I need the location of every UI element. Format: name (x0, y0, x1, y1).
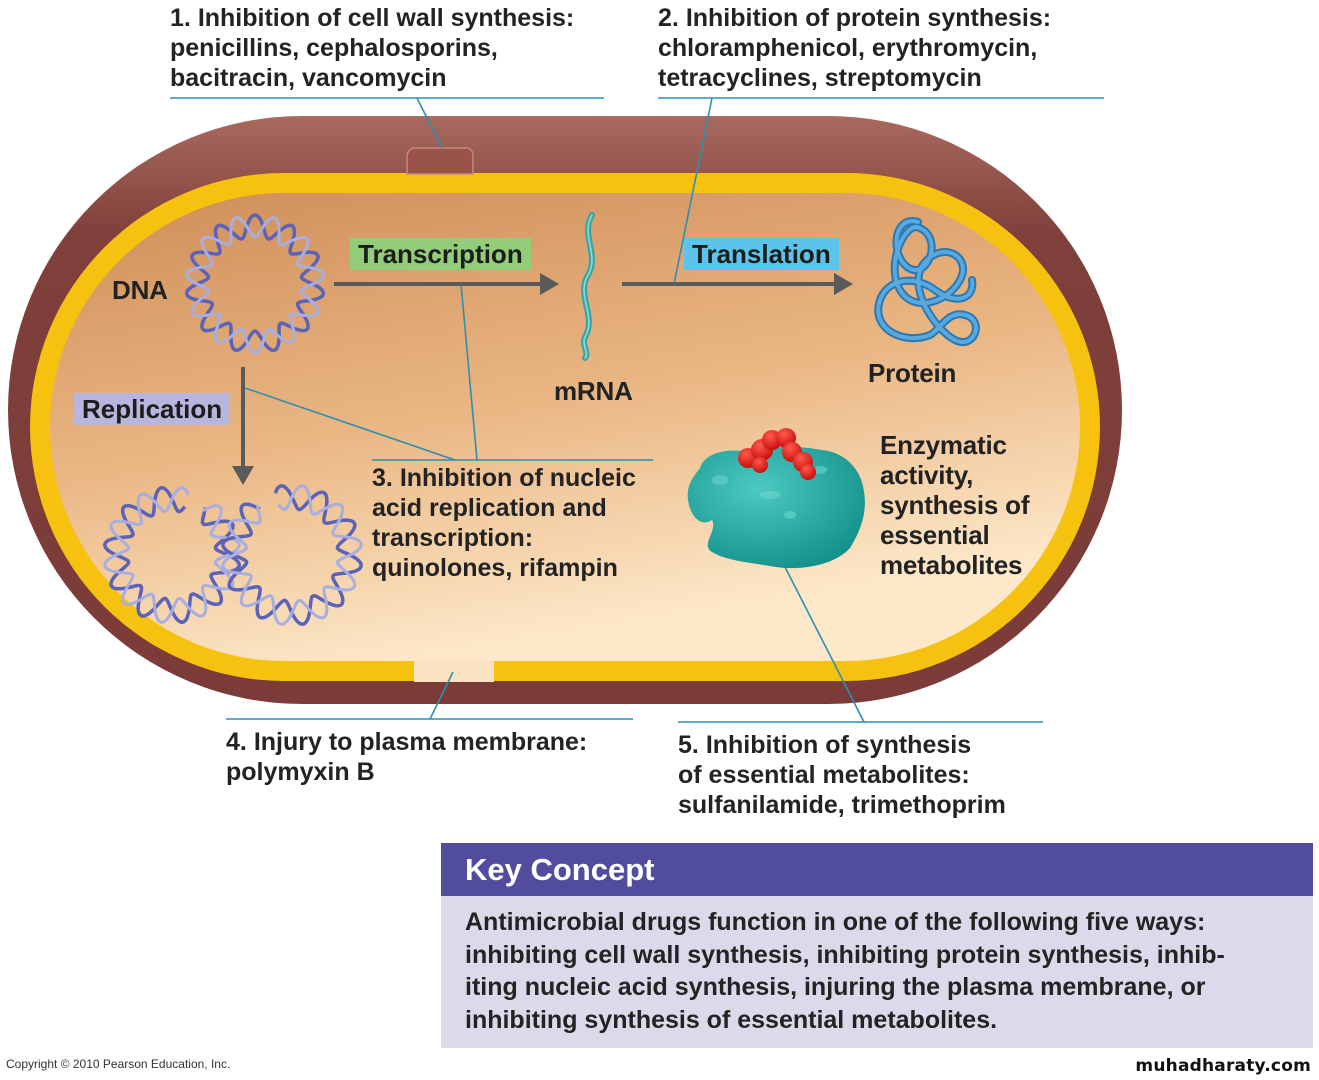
enzyme-label-line: essential (880, 520, 990, 550)
transcription-tag: Transcription (350, 238, 531, 270)
cell-wall-gap (406, 147, 474, 175)
protein-folded-icon (874, 217, 980, 346)
transcription-arrow (334, 273, 559, 295)
dna-strand-light (185, 216, 325, 355)
dna-strand-dark (103, 486, 241, 624)
callout-title: Inhibition of protein synthesis: (685, 4, 1052, 32)
callout-title: Inhibition of synthesis (705, 731, 972, 759)
mrna-label: mRNA (554, 376, 633, 406)
key-concept-line: inhibiting synthesis of essential metabo… (465, 1005, 998, 1034)
enzyme-label-line: activity, (880, 460, 974, 490)
callout-title: Inhibition of nucleic (399, 464, 636, 492)
leader-line-5 (784, 566, 865, 723)
enzyme-label: Enzymatic activity, synthesis of essenti… (880, 430, 1030, 580)
replication-tag: Replication (74, 393, 231, 425)
dna-circular-icon (184, 213, 326, 355)
replicated-dna-right-icon (221, 484, 363, 626)
replicated-dna-left-icon (103, 486, 241, 624)
plasma-membrane-gap (414, 660, 494, 682)
callout-essential-metabolites: 5. Inhibition of synthesis of essential … (678, 730, 1006, 820)
callout-text-line: of essential metabolites: (678, 761, 970, 789)
key-concept-body: Antimicrobial drugs function in one of t… (441, 896, 1313, 1048)
callout-number: 1. (170, 4, 191, 32)
callout-text-line: transcription: (372, 524, 534, 552)
key-concept-line: Antimicrobial drugs function in one of t… (465, 908, 1206, 936)
callout-title: Injury to plasma membrane: (253, 728, 588, 756)
protein-label: Protein (868, 358, 957, 388)
callout-number: 2. (658, 4, 679, 32)
callout-nucleic-acid-synthesis: 3. Inhibition of nucleic acid replicatio… (372, 463, 636, 583)
enzyme-label-line: Enzymatic (880, 430, 1007, 460)
callout-text-line: acid replication and (372, 494, 607, 522)
key-concept-line: inhibiting cell wall synthesis, inhibiti… (465, 940, 1225, 969)
callout-drugs-line: quinolones, rifampin (372, 554, 618, 582)
enzyme-icon (687, 446, 865, 569)
callout-number: 4. (226, 728, 247, 756)
callout-title: Inhibition of cell wall synthesis: (197, 4, 575, 32)
dna-strand-light (103, 486, 241, 624)
callout-number: 5. (678, 731, 699, 759)
enzyme-label-line: synthesis of (880, 490, 1030, 520)
watermark: muhadharaty.com (1135, 1056, 1311, 1076)
callout-drugs-line: penicillins, cephalosporins, (170, 34, 498, 62)
dna-strand-light (221, 484, 363, 626)
leader-line-2 (673, 97, 713, 285)
leader-line-3a (244, 387, 456, 461)
callout-drugs-line: polymyxin B (226, 758, 375, 786)
callout-number: 3. (372, 464, 393, 492)
dna-label: DNA (112, 275, 168, 305)
key-concept-line: iting nucleic acid synthesis, injuring t… (465, 973, 1206, 1001)
callout-drugs-line: bacitracin, vancomycin (170, 64, 447, 92)
enzyme-label-line: metabolites (880, 550, 1023, 580)
callout-drugs-line: chloramphenicol, erythromycin, (658, 34, 1038, 62)
callout-drugs-line: sulfanilamide, trimethoprim (678, 791, 1006, 819)
copyright-notice: Copyright © 2010 Pearson Education, Inc. (6, 1057, 231, 1071)
leader-line-3b (460, 283, 478, 461)
leader-lines (170, 97, 1104, 723)
translation-tag: Translation (684, 238, 839, 270)
mrna-highlight (583, 214, 593, 359)
key-concept-box: Key Concept Antimicrobial drugs function… (441, 843, 1313, 1048)
translation-arrow (622, 273, 853, 295)
leader-line-1 (416, 97, 443, 149)
callout-drugs-line: tetracyclines, streptomycin (658, 64, 982, 92)
callout-cell-wall-synthesis: 1. Inhibition of cell wall synthesis: pe… (170, 3, 574, 93)
callout-plasma-membrane-injury: 4. Injury to plasma membrane: polymyxin … (226, 727, 587, 787)
substrate-icon (738, 428, 816, 480)
replication-arrow (232, 367, 254, 485)
key-concept-title: Key Concept (441, 843, 1313, 896)
leader-line-4 (429, 671, 454, 720)
callout-protein-synthesis: 2. Inhibition of protein synthesis: chlo… (658, 3, 1051, 93)
enzyme-highlights (712, 466, 827, 519)
